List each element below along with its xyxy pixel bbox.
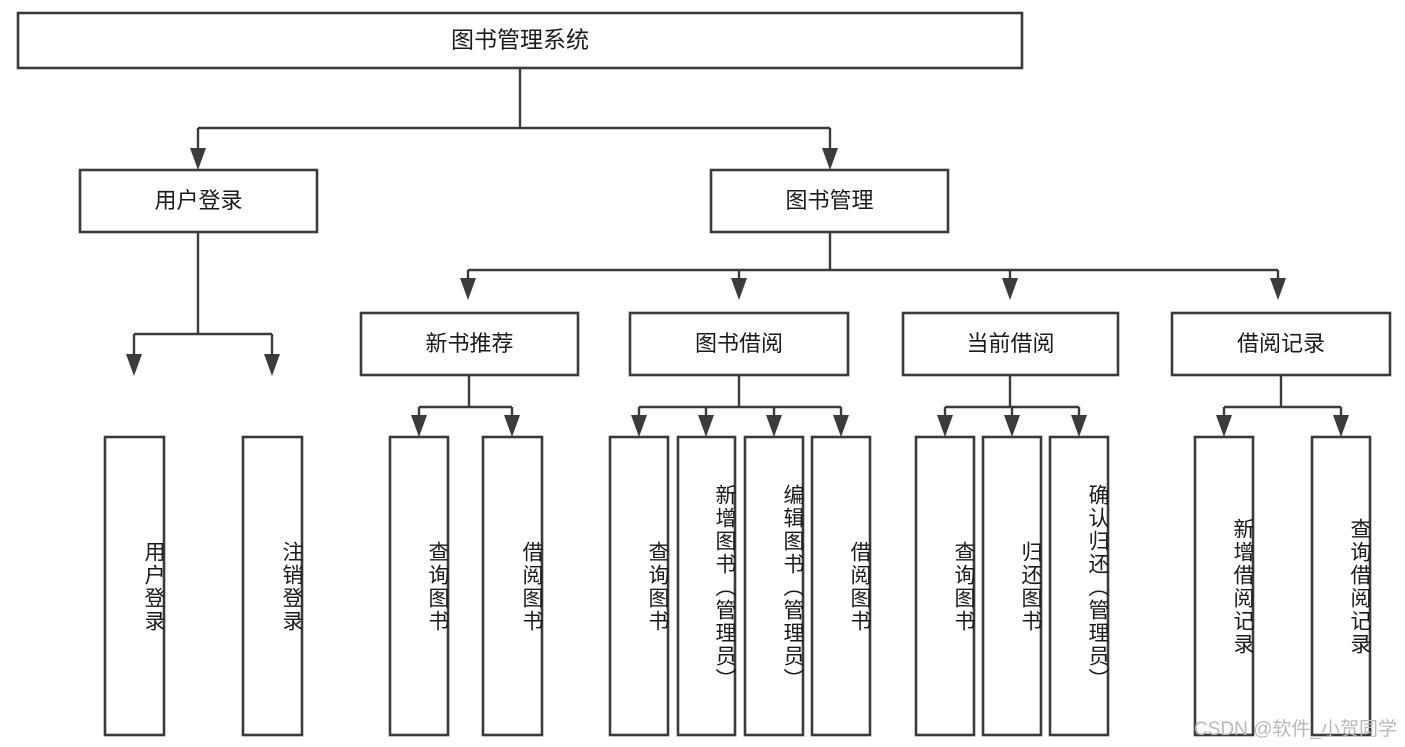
node-box-leaf-confirm-return-admin[interactable] (1048, 435, 1110, 737)
arrow-head-icon (822, 148, 838, 170)
node-label-book-management: 图书管理 (785, 188, 873, 213)
connector-bus-book-borrow (631, 375, 849, 437)
arrow-head-icon (698, 415, 714, 437)
csdn-watermark: CSDN @软件_小贺同学 (1194, 719, 1397, 740)
node-box-leaf-add-book-admin[interactable] (676, 435, 737, 737)
node-box-leaf-return-book[interactable] (981, 435, 1043, 737)
node-box-new-book-recommend[interactable] (359, 311, 580, 377)
node-label-user-login: 用户登录 (154, 188, 242, 213)
arrow-head-icon (190, 148, 206, 170)
node-box-leaf-query-book-1[interactable] (388, 435, 450, 737)
node-box-root[interactable] (16, 11, 1024, 70)
connector-bus-book-management (460, 232, 1286, 300)
arrow-head-icon (937, 415, 953, 437)
arrow-head-icon (766, 415, 782, 437)
arrow-head-icon (126, 354, 142, 376)
arrow-head-icon (1333, 415, 1349, 437)
arrow-head-icon (833, 415, 849, 437)
arrow-head-icon (631, 415, 647, 437)
node-label-current-borrow: 当前借阅 (966, 331, 1054, 356)
connector-bus-current-borrow (937, 375, 1087, 437)
node-box-leaf-borrow-book-2[interactable] (810, 435, 872, 737)
arrow-head-icon (731, 278, 747, 300)
arrow-head-icon (1071, 415, 1087, 437)
node-box-leaf-user-login[interactable] (103, 435, 166, 737)
node-box-borrow-records[interactable] (1170, 311, 1392, 377)
arrow-head-icon (411, 415, 427, 437)
node-box-layer (16, 11, 1392, 737)
node-box-leaf-query-book-3[interactable] (914, 435, 976, 737)
node-label-root: 图书管理系统 (451, 27, 589, 53)
arrow-head-icon (264, 354, 280, 376)
arrow-head-icon (504, 415, 520, 437)
node-box-leaf-query-borrow-record[interactable] (1310, 435, 1372, 737)
node-box-leaf-edit-book-admin[interactable] (743, 435, 805, 737)
arrow-head-icon (1270, 278, 1286, 300)
node-label-book-borrow: 图书借阅 (695, 331, 783, 356)
arrow-head-icon (1004, 415, 1020, 437)
connector-bus-new-book (411, 375, 520, 437)
node-box-user-login[interactable] (78, 168, 319, 234)
arrow-head-icon (1216, 415, 1232, 437)
connector-bus-user-login (126, 232, 280, 376)
connector-layer (126, 68, 1349, 437)
node-box-leaf-logout[interactable] (241, 435, 304, 737)
node-box-current-borrow[interactable] (901, 311, 1120, 377)
node-label-new-book-recommend: 新书推荐 (425, 331, 513, 356)
node-label-borrow-records: 借阅记录 (1237, 331, 1325, 356)
arrow-head-icon (460, 278, 476, 300)
node-box-leaf-borrow-book-1[interactable] (481, 435, 544, 737)
node-box-leaf-add-borrow-record[interactable] (1193, 435, 1255, 737)
arrow-head-icon (1002, 278, 1018, 300)
connector-bus-root (190, 68, 838, 170)
node-box-leaf-query-book-2[interactable] (608, 435, 670, 737)
node-box-book-borrow[interactable] (628, 311, 850, 377)
connector-bus-borrow-records (1216, 375, 1349, 437)
node-box-book-management[interactable] (709, 168, 950, 234)
